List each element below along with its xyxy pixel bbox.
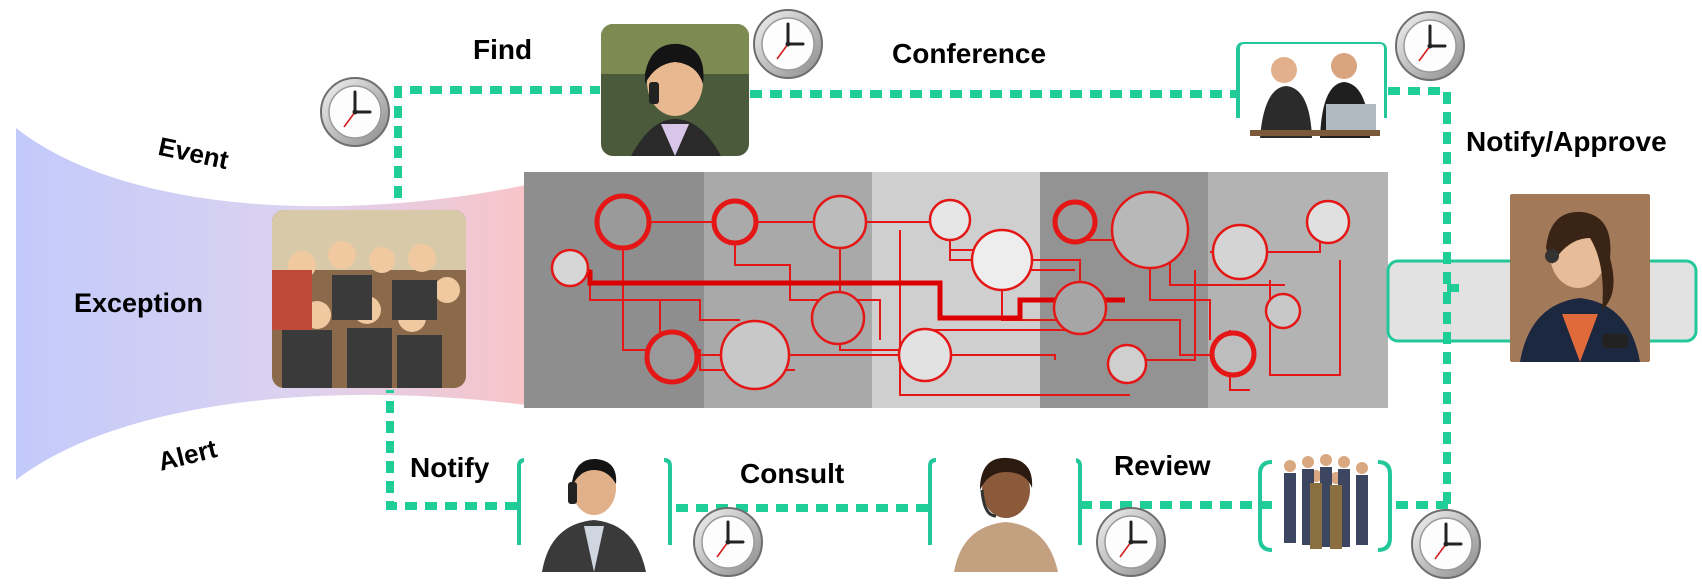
find-woman-phone-photo — [601, 24, 749, 156]
review-bracket-right — [1377, 460, 1392, 552]
approver-headset-photo — [1510, 194, 1650, 362]
conference-label: Conference — [892, 38, 1047, 69]
process-network-panel — [524, 172, 1388, 408]
clock-icon — [1410, 508, 1482, 580]
clock-icon — [1394, 10, 1466, 82]
team-group-photo — [272, 210, 466, 388]
clock-icon — [1095, 506, 1167, 578]
conference-people-photo — [1240, 44, 1384, 138]
notify-label: Notify — [410, 452, 490, 483]
clock-icon — [692, 506, 764, 578]
find-label: Find — [473, 34, 533, 65]
notify-man-phone-photo — [524, 446, 664, 572]
exception-label: Exception — [74, 288, 204, 318]
clock-icon — [319, 76, 391, 148]
review-label: Review — [1114, 450, 1211, 481]
review-team-photo — [1272, 446, 1378, 558]
clock-icon — [752, 8, 824, 80]
review-bracket-left — [1258, 460, 1273, 552]
consult-woman-headset-photo — [936, 446, 1076, 572]
consult-label: Consult — [740, 458, 845, 489]
notify-approve-label: Notify/Approve — [1466, 126, 1667, 157]
